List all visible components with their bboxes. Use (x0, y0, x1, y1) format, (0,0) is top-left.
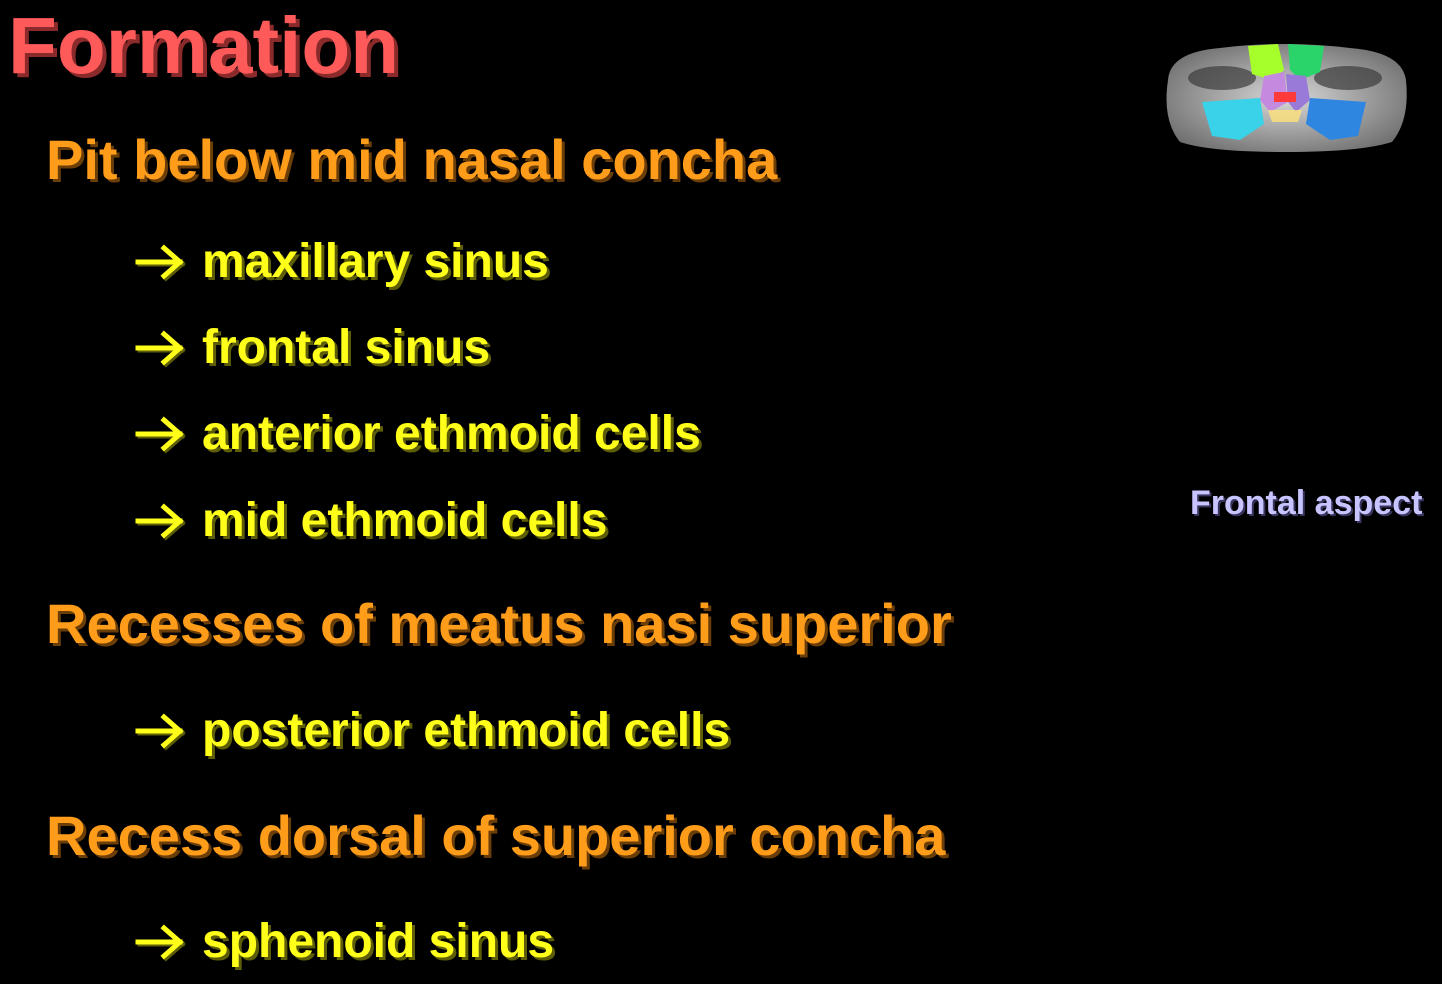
list-item-mid-ethmoid-cells: mid ethmoid cells (134, 497, 607, 545)
section-heading-recess-dorsal-of-superior-concha: Recess dorsal of superior concha (46, 804, 946, 867)
list-item-text: maxillary sinus (202, 235, 549, 288)
list-item-text: mid ethmoid cells (202, 494, 608, 547)
list-item-sphenoid-sinus: sphenoid sinus (134, 918, 554, 966)
skull-frontal-sinus-thumbnail (1166, 44, 1407, 152)
list-item-posterior-ethmoid-cells: posterior ethmoid cells (134, 707, 730, 755)
slide-title: Formation (8, 1, 400, 90)
list-item-frontal-sinus: frontal sinus (134, 324, 490, 372)
arrow-right-icon (135, 713, 184, 749)
list-item-anterior-ethmoid-cells: anterior ethmoid cells (134, 410, 701, 458)
list-item-text: frontal sinus (202, 321, 491, 374)
frontal-aspect-label: Frontal aspect (1190, 484, 1423, 522)
section-heading-recesses-of-meatus-nasi-superior: Recesses of meatus nasi superior (46, 592, 952, 655)
section-heading-pit-below-mid-nasal-concha: Pit below mid nasal concha (46, 128, 778, 191)
arrow-right-icon (135, 416, 184, 452)
arrow-right-icon (135, 330, 184, 366)
arrow-right-icon (135, 503, 184, 539)
list-item-text: anterior ethmoid cells (202, 407, 701, 460)
list-item-maxillary-sinus: maxillary sinus (134, 238, 549, 286)
list-item-text: posterior ethmoid cells (202, 704, 731, 757)
list-item-text: sphenoid sinus (202, 915, 555, 968)
arrow-right-icon (135, 924, 184, 960)
arrow-right-icon (135, 244, 184, 280)
